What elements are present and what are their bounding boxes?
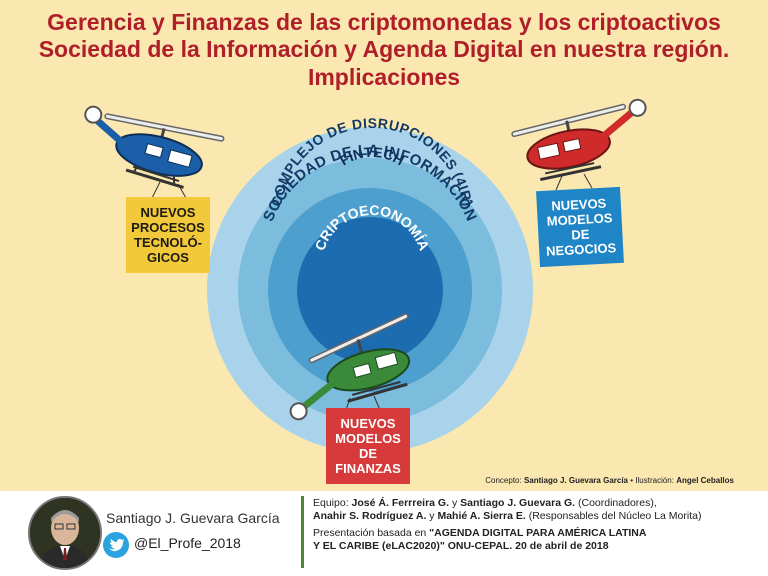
- box-line: FINANZAS: [335, 461, 401, 476]
- team-member: Mahié A. Sierra E.: [437, 509, 526, 522]
- credits-concept-label: Concepto:: [485, 476, 522, 485]
- team-conjunction: y: [429, 509, 435, 522]
- presentation-line-1: Presentación basada en "AGENDA DIGITAL P…: [313, 527, 763, 540]
- concentric-diagram: SOCIEDAD DE LA INFORMACIÓN COMPLEJO DE D…: [84, 98, 647, 453]
- team-conjunction: y: [451, 497, 458, 509]
- box-line: DE: [570, 226, 590, 243]
- team-member: José Á. Ferrreira G.: [351, 497, 450, 509]
- box-line: NEGOCIOS: [545, 240, 617, 259]
- author-avatar: [28, 496, 102, 570]
- box-line: NUEVOS: [340, 416, 396, 431]
- presentation-title: "AGENDA DIGITAL PARA AMÉRICA LATINA: [429, 527, 647, 539]
- title-line-3: Implicaciones: [307, 64, 461, 90]
- box-line: PROCESOS: [131, 220, 205, 235]
- box-nuevos-modelos-negocios: NUEVOS MODELOS DE NEGOCIOS: [536, 186, 624, 268]
- author-name: Santiago J. Guevara García: [106, 510, 280, 526]
- helicopter-blue-icon: [84, 105, 225, 189]
- slide-top-panel: Gerencia y Finanzas de las criptomonedas…: [0, 0, 768, 491]
- twitter-handle[interactable]: @El_Profe_2018: [134, 535, 241, 551]
- box-line: MODELOS: [335, 431, 401, 446]
- twitter-bird-icon[interactable]: [103, 532, 129, 558]
- presentation-prefix: Presentación basada en: [313, 527, 427, 539]
- box-nuevos-procesos-tecnologicos: NUEVOS PROCESOS TECNOLÓ- GICOS: [126, 197, 210, 273]
- footer-info: Equipo: José Á. Ferrreira G. y Santiago …: [313, 497, 763, 552]
- credits-concept-name: Santiago J. Guevara García: [523, 476, 628, 485]
- credits-illustration-label: Ilustración:: [635, 476, 674, 485]
- team-member: Santiago J. Guevara G.: [460, 497, 576, 509]
- box-line: MODELOS: [546, 210, 613, 229]
- helicopter-red-icon: [511, 98, 647, 182]
- box-nuevos-modelos-finanzas: NUEVOS MODELOS DE FINANZAS: [326, 408, 410, 484]
- team-line-2: Anahir S. Rodríguez A. y Mahié A. Sierra…: [313, 510, 763, 523]
- helicopter-green-icon: [289, 313, 411, 421]
- box-line: NUEVOS: [140, 205, 196, 220]
- credits-illustration-name: Angel Ceballos: [676, 476, 734, 485]
- box-line: TECNOLÓ-: [134, 235, 202, 250]
- footer-divider: [301, 496, 304, 568]
- team-role: (Responsables del Núcleo La Morita): [528, 509, 702, 522]
- ring-criptoeconomia: [297, 217, 443, 363]
- team-label: Equipo:: [313, 497, 349, 509]
- team-role: (Coordinadores),: [578, 497, 657, 509]
- team-member: Anahir S. Rodríguez A.: [313, 509, 427, 522]
- box-line: DE: [358, 446, 378, 461]
- title-line-2: Sociedad de la Información y Agenda Digi…: [38, 36, 730, 62]
- presentation-line-2: Y EL CARIBE (eLAC2020)" ONU-CEPAL. 20 de…: [313, 540, 763, 553]
- footer: [0, 491, 768, 576]
- presentation-title-continued: Y EL CARIBE (eLAC2020)" ONU-CEPAL. 20 de…: [313, 539, 609, 552]
- box-line: GICOS: [147, 250, 189, 265]
- team-line-1: Equipo: José Á. Ferrreira G. y Santiago …: [313, 497, 763, 510]
- credits-separator: •: [630, 476, 634, 485]
- credits-line: Concepto: Santiago J. Guevara García • I…: [485, 476, 734, 485]
- title-line-1: Gerencia y Finanzas de las criptomonedas…: [47, 9, 721, 35]
